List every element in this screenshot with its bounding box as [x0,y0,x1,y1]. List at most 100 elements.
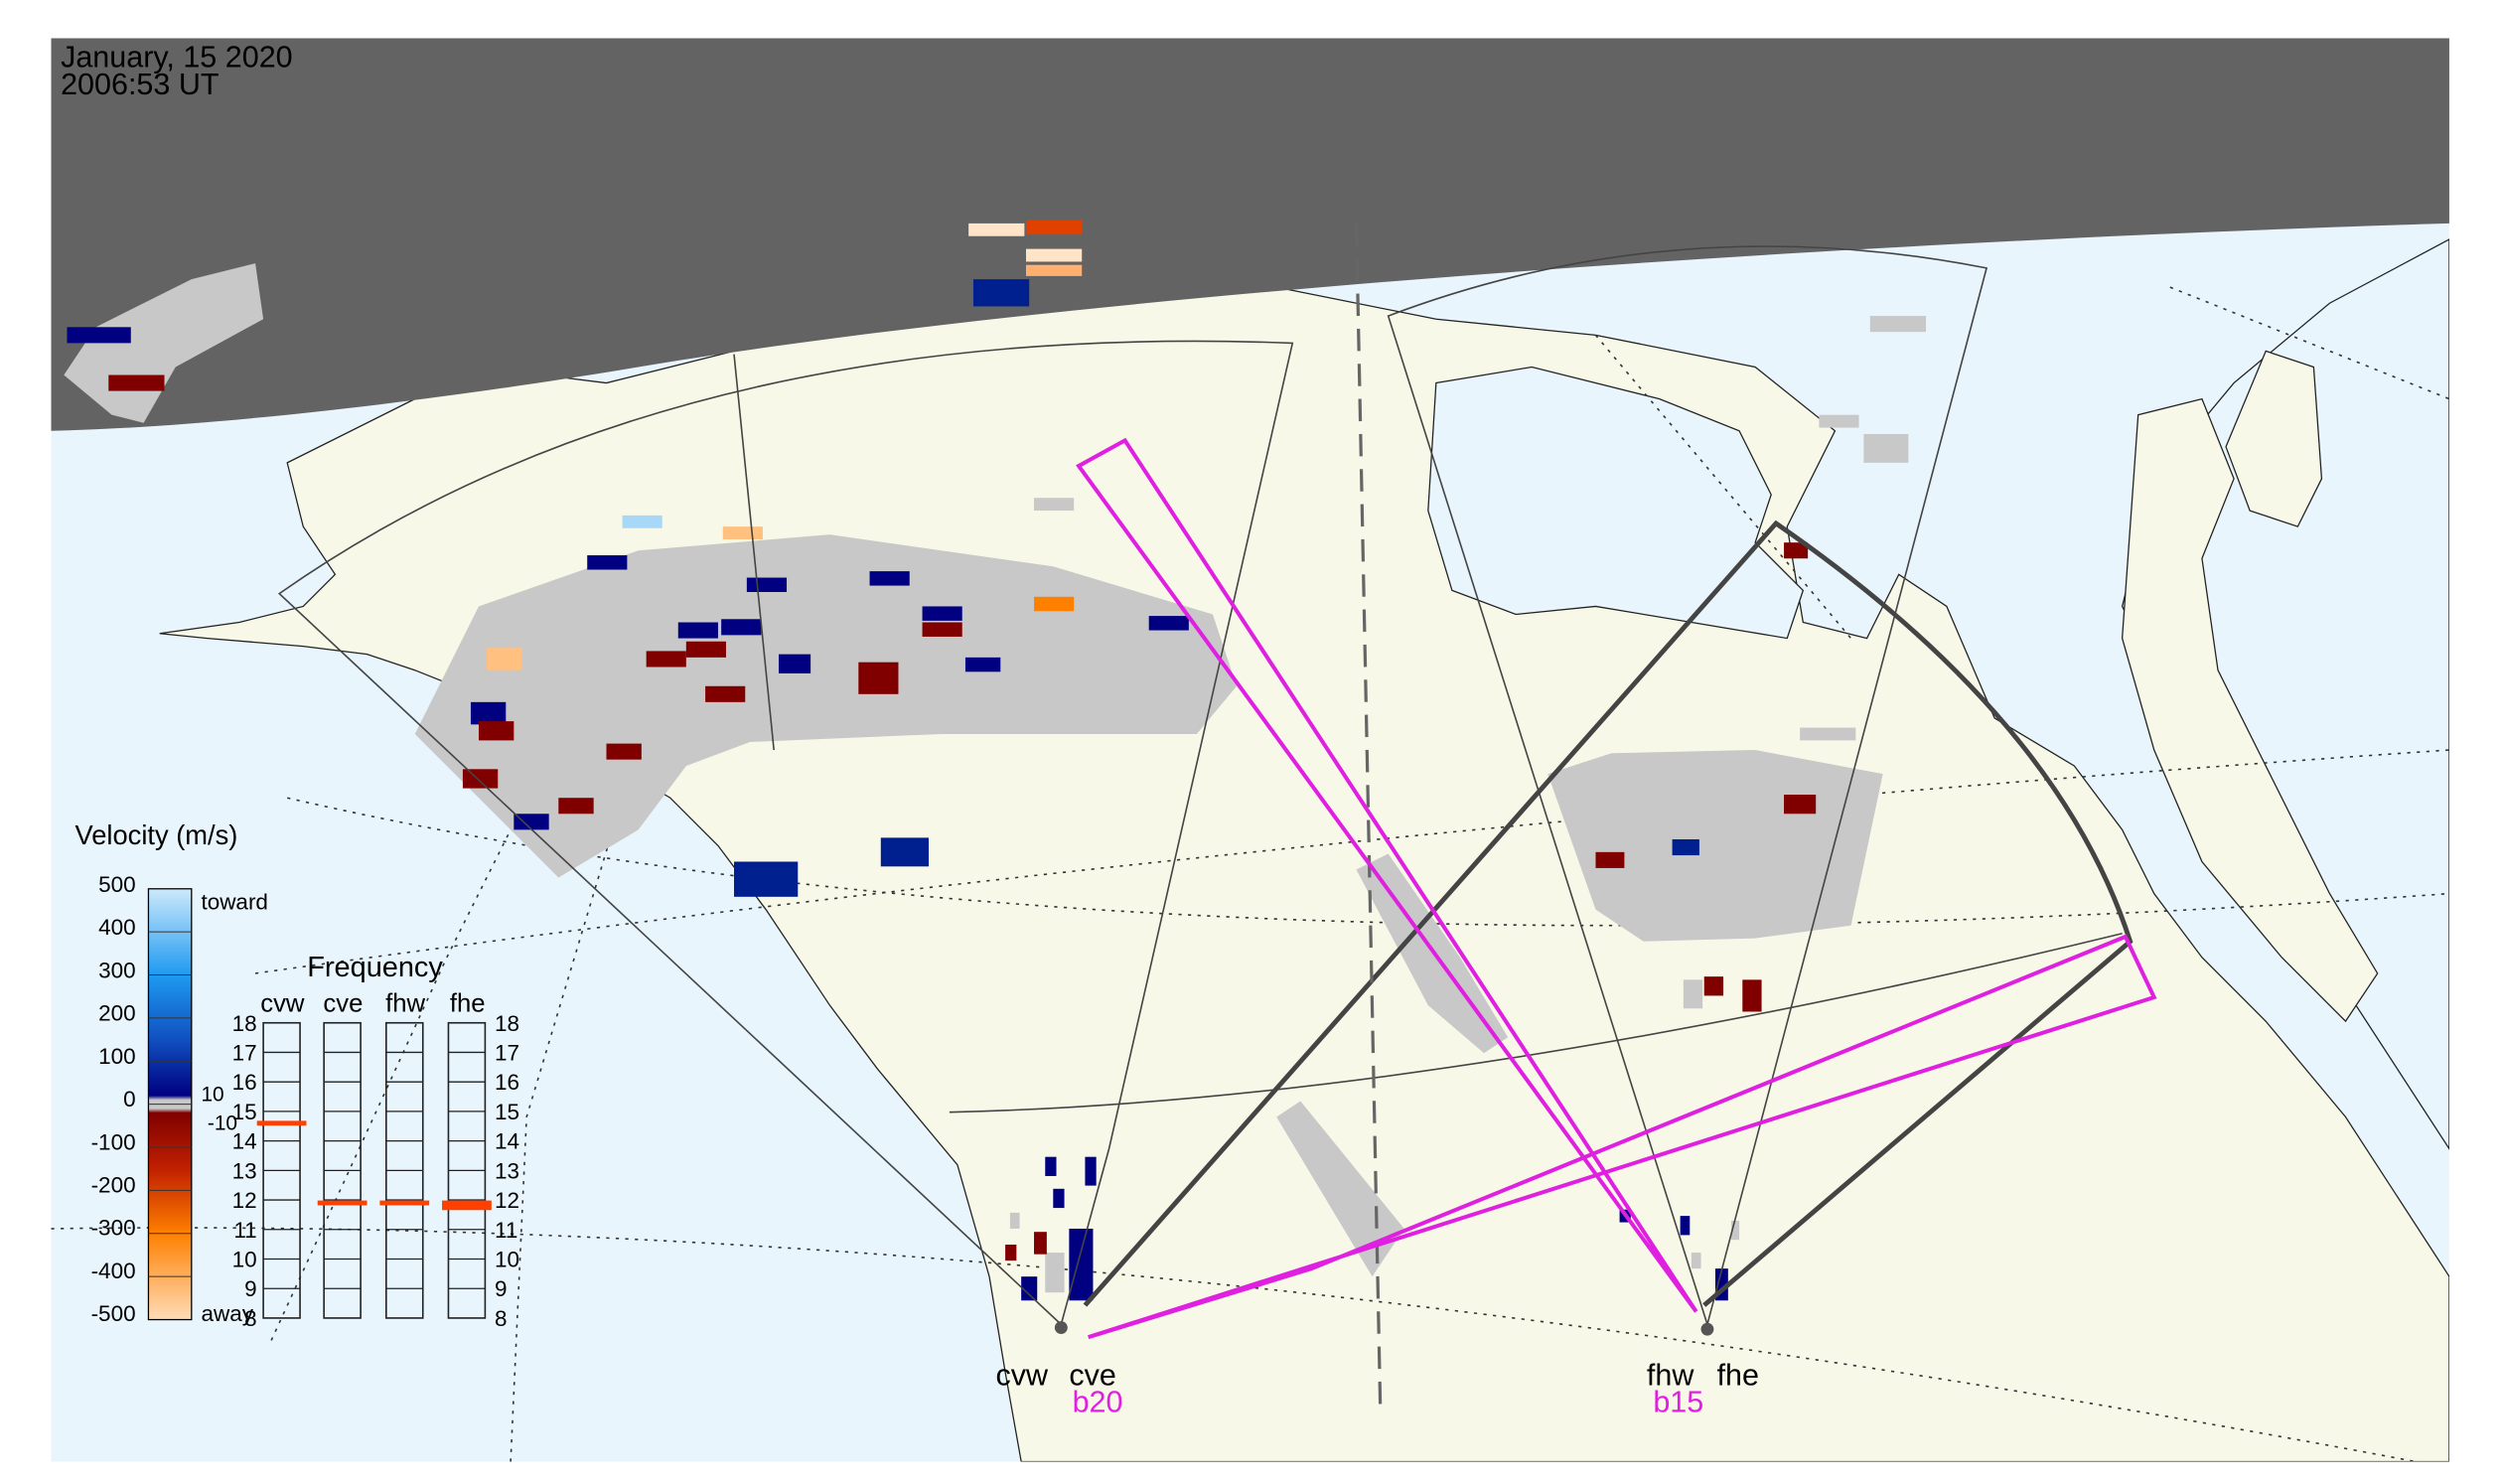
frequency-tick-left: 14 [232,1129,257,1154]
frequency-tick-right: 16 [495,1070,519,1095]
scatter-cell [622,515,662,528]
toward-label: toward [201,890,268,915]
frequency-tick-right: 8 [495,1306,508,1331]
frequency-tick-right: 14 [495,1129,519,1154]
velocity-tick-label: 500 [98,872,136,897]
away-label: away [201,1301,253,1326]
frequency-marker-fhe [442,1200,492,1211]
scatter-cell [470,701,507,725]
scatter-cell [685,641,726,658]
velocity-tick-label: 0 [123,1087,136,1112]
frequency-tick-left: 16 [232,1070,257,1095]
day-night-divider [1354,223,1383,1405]
scatter-cell [880,837,929,867]
time-label: 2006:53 UT [61,68,219,101]
beam-outlines [1076,437,2157,1340]
scatter-cell [1025,264,1083,276]
scatter-cell [922,606,962,621]
scatter-cell [1784,795,1817,815]
velocity-tick-label: 300 [98,958,136,982]
beam-label-b15: b15 [1653,1386,1703,1419]
velocity-tick-label: 100 [98,1044,136,1069]
scatter-cell [922,622,962,637]
beam-label-b20: b20 [1073,1386,1123,1419]
gs-tick-upper: 10 [201,1083,223,1106]
frequency-tick-right: 9 [495,1276,508,1301]
frequency-tick-right: 17 [495,1040,519,1065]
scatter-cell [1005,1245,1017,1261]
scatter-cell [1819,414,1859,428]
frequency-marker-cve [317,1200,368,1206]
frequency-column-fhw: fhw [385,989,425,1017]
frequency-column-fhe: fhe [450,989,486,1017]
scatter-cell [462,769,499,789]
scatter-cell [972,279,1030,307]
fields-of-view [277,245,2123,1325]
frequency-marker-cvw [256,1120,307,1126]
scatter-cell [1680,1216,1691,1236]
scatter-cell [858,662,899,694]
frequency-column-cvw: cvw [260,989,305,1017]
scatter-cell [67,327,131,344]
ground-scatter-region [1276,1101,1404,1277]
scatter-cell [1683,979,1703,1009]
land-greenland-labrador [2121,350,2379,1023]
scatter-cell [1691,1253,1701,1269]
scatter-cell [1025,248,1083,262]
frequency-tick-left: 11 [233,1218,256,1243]
station-fh-marker [1700,1322,1714,1336]
night-region [51,38,2449,431]
scatter-cell [1784,542,1809,559]
scatter-cell [869,571,910,586]
gs-tick-lower: -10 [208,1112,237,1134]
frequency-column-cve: cve [323,989,363,1017]
frequency-tick-right: 12 [495,1188,519,1213]
scatter-cell [1595,851,1625,868]
scatter-cell [1742,979,1762,1012]
frequency-tick-left: 10 [232,1248,257,1272]
scatter-cell [1045,1253,1065,1293]
fov-cvw [277,340,1294,1325]
frequency-tick-right: 13 [495,1158,519,1183]
ground-scatter-region [414,534,1238,878]
frequency-tick-left: 18 [232,1011,257,1036]
fov-thick [1083,519,2134,1307]
frequency-tick-left: 17 [232,1040,257,1065]
scatter-cell [108,374,165,391]
station-cv-marker [1054,1321,1068,1334]
scatter-cell [1148,616,1189,631]
frequency-tick-left: 15 [232,1100,257,1124]
frequency-tick-left: 8 [244,1306,257,1331]
scatter-cell [734,861,799,897]
scatter-cell [1053,1188,1065,1209]
beam-b15 [1076,437,1698,1313]
frequency-tick-right: 11 [495,1218,517,1243]
scatter-cell [1800,727,1856,741]
frequency-tick-left: 9 [244,1276,257,1301]
velocity-tick-label: -100 [91,1129,136,1154]
station-label-fhe: fhe [1717,1358,1759,1392]
velocity-tick-label: 200 [98,1001,136,1026]
scatter-cell [1069,1228,1094,1301]
scatter-cell [487,648,522,670]
scatter-cell [705,685,746,702]
scatter-cell [1034,596,1075,612]
scatter-cell [1045,1156,1057,1176]
scatter-cell [1034,1232,1047,1255]
velocity-legend-title: Velocity (m/s) [75,819,238,850]
velocity-tick-label: -400 [91,1259,136,1283]
station-label-cve: cve [1069,1358,1116,1392]
scatter-cell [478,721,515,741]
frequency-tick-left: 13 [232,1158,257,1183]
scatter-cell [722,526,763,539]
scatter-cell [1863,433,1909,463]
scatter-cell [1085,1156,1097,1186]
scatter-cell [514,814,549,830]
velocity-legend: Velocity (m/s) 5004003002001000-100-200-… [75,819,268,1326]
scatter-cell [606,743,642,760]
frequency-tick-left: 12 [232,1188,257,1213]
velocity-tick-label: 400 [98,915,136,940]
